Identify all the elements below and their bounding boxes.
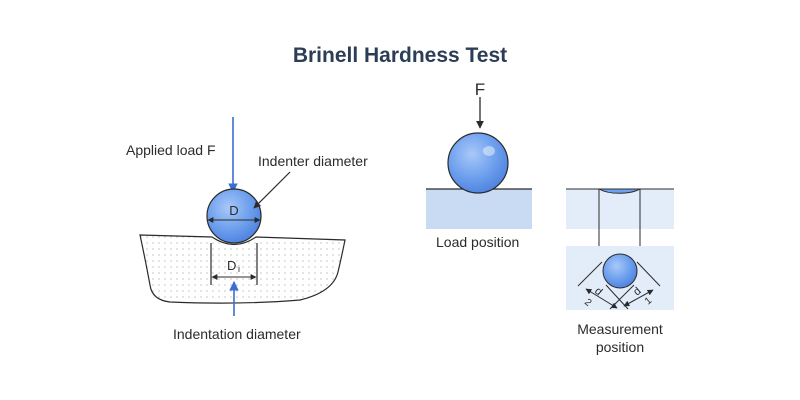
diagonal-d1-lines <box>605 261 661 310</box>
diagonal-d2-lines <box>577 261 635 310</box>
page-title: Brinell Hardness Test <box>292 44 508 67</box>
load-position-label: Load position <box>436 234 520 250</box>
indentation-diameter-label: Indentation diameter <box>173 326 301 342</box>
measurement-plate-top <box>566 188 674 229</box>
d2-index: 2 <box>582 297 594 309</box>
specimen-left <box>139 234 346 304</box>
impression-symbol: D <box>227 258 236 273</box>
indenter-diameter-label: Indenter diameter <box>258 153 368 169</box>
indenter-ball-load <box>447 132 509 194</box>
impression-subscript: i <box>238 264 240 274</box>
impression-top-view <box>602 253 638 289</box>
indenter-diameter-pointer <box>253 171 291 209</box>
impression-dimension <box>210 243 258 285</box>
load-position-plate <box>426 188 532 229</box>
applied-load-label: Applied load F <box>126 142 216 158</box>
ball-diameter-symbol: D <box>229 203 238 218</box>
indenter-ball-left <box>206 188 262 244</box>
measurement-position-label-line1: Measurement <box>577 321 663 337</box>
d1-index: 1 <box>643 295 655 307</box>
measurement-position-label-line2: position <box>595 339 645 355</box>
force-symbol: F <box>475 80 485 99</box>
